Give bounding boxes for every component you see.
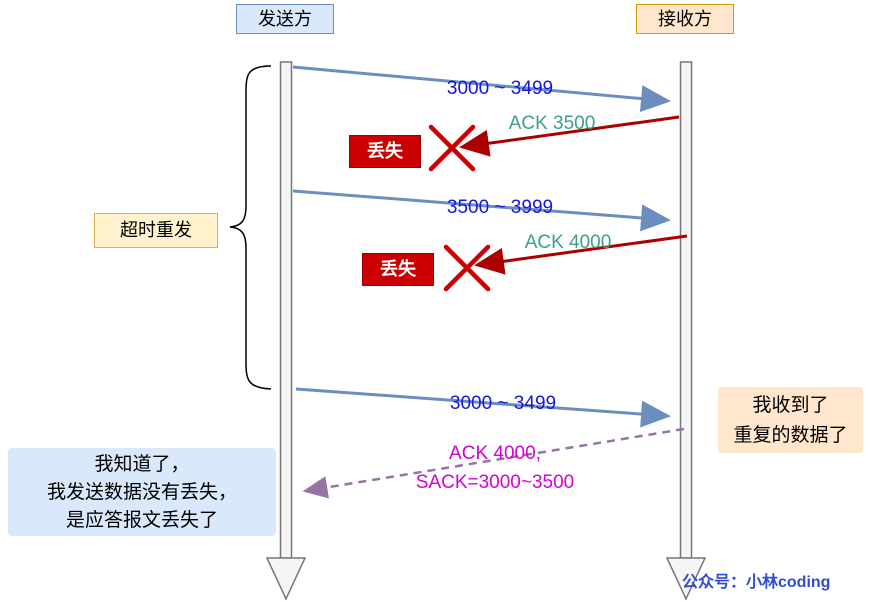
- receiver-note-line1: 我收到了: [752, 395, 829, 416]
- receiver-actor-box: 接收方: [636, 4, 734, 34]
- sender-lifeline-arrowhead: [265, 557, 307, 601]
- ack-label-1: ACK 3500: [508, 113, 596, 134]
- lost-cross-1: [428, 124, 476, 172]
- receiver-note-line2: 重复的数据了: [733, 425, 848, 446]
- sack-label-line2: SACK=3000~3500: [415, 472, 575, 493]
- sender-note-line2: 我发送数据没有丢失，: [46, 482, 237, 503]
- sender-lifeline: [265, 61, 307, 601]
- lost-badge-1: 丢失: [349, 135, 421, 168]
- sack-label-line1: ACK 4000,: [449, 443, 541, 464]
- receiver-lifeline-arrowhead: [665, 557, 707, 601]
- ack-label-2: ACK 4000: [524, 232, 612, 253]
- lost-cross-2: [443, 244, 491, 292]
- sender-note-line3: 是应答报文丢失了: [65, 510, 218, 531]
- sender-actor-box: 发送方: [236, 4, 334, 34]
- ack-arrow-1: [459, 115, 680, 157]
- lost-badge-2: 丢失: [362, 253, 434, 286]
- sender-note-line1: 我知道了，: [94, 454, 190, 475]
- timeout-brace: [229, 65, 272, 390]
- timeout-retransmit-label: 超时重发: [94, 213, 218, 248]
- segment-label-2: 3500 ~ 3999: [446, 197, 554, 218]
- watermark: 公众号：小林coding: [682, 574, 831, 591]
- sack-label: ACK 4000, SACK=3000~3500: [375, 439, 615, 497]
- sender-note: 我知道了， 我发送数据没有丢失， 是应答报文丢失了: [8, 448, 276, 536]
- segment-label-1: 3000 ~ 3499: [446, 78, 554, 99]
- receiver-lifeline: [665, 61, 707, 601]
- segment-arrow-2: [292, 189, 671, 232]
- segment-arrow-3: [295, 387, 671, 428]
- ack-arrow-2: [474, 234, 688, 275]
- segment-arrow-1: [292, 65, 671, 113]
- segment-label-3: 3000 ~ 3499: [449, 393, 557, 414]
- receiver-note: 我收到了 重复的数据了: [718, 387, 863, 453]
